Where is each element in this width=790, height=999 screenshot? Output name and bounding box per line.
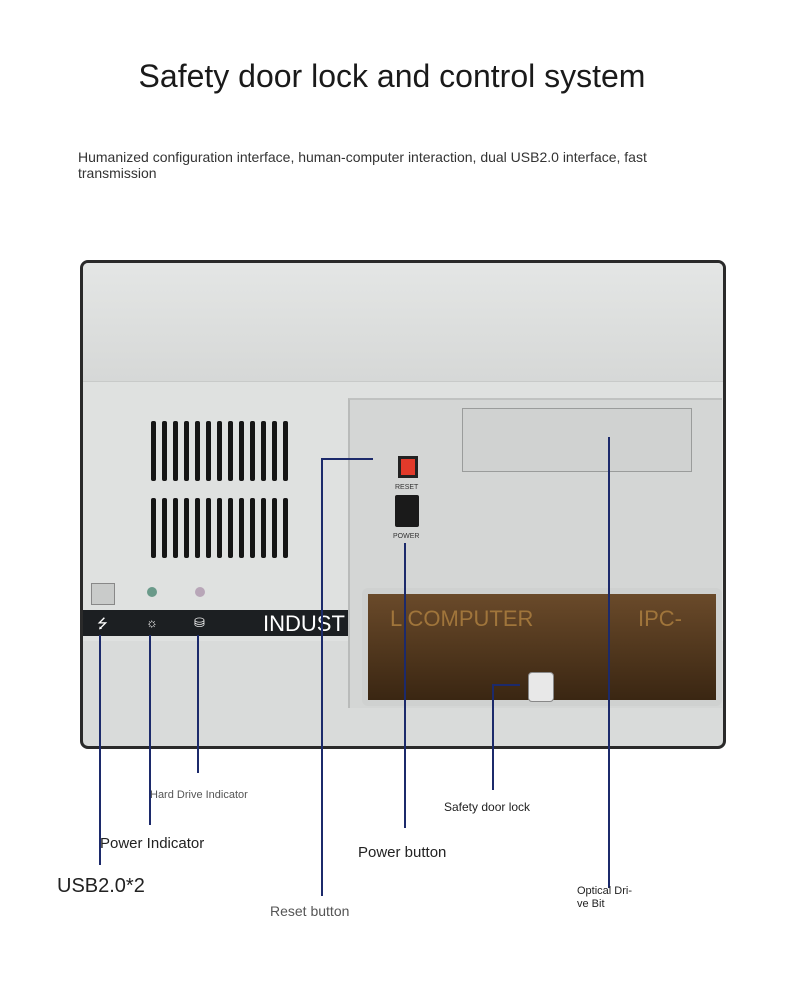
- power-label: POWER: [393, 533, 420, 540]
- vent-slot: [151, 421, 156, 481]
- vent-slot: [184, 498, 189, 558]
- usb-callout-line: [99, 635, 101, 865]
- door-lock-callout-line: [492, 684, 494, 790]
- hard-drive-icon: ⛁: [194, 615, 205, 630]
- chassis-top: [83, 263, 723, 381]
- vent-slot: [173, 421, 178, 481]
- vent-slot: [195, 421, 200, 481]
- usb-ports[interactable]: [91, 583, 115, 605]
- indicator-strip: [83, 610, 348, 636]
- power-indicator-label: Power Indicator: [100, 835, 205, 852]
- vent-slot: [250, 498, 255, 558]
- usb-label: USB2.0*2: [57, 875, 145, 897]
- vent-slot: [206, 421, 211, 481]
- power-led: [147, 587, 157, 597]
- power-indicator-icon: ☼: [146, 615, 158, 630]
- vent-slot: [272, 421, 277, 481]
- vent-slot: [195, 498, 200, 558]
- vent-slot: [162, 498, 167, 558]
- chassis-photo: INDUST ⭍ ☼ ⛁ RESET POWER L COMPUTER IPC-: [80, 260, 726, 749]
- hdd-led: [195, 587, 205, 597]
- vent-grille: [151, 421, 291, 561]
- power-button-callout-line: [404, 543, 406, 828]
- vent-slot: [162, 421, 167, 481]
- vent-slot: [239, 498, 244, 558]
- reset-button[interactable]: [398, 456, 418, 478]
- door-lock-callout-line-h: [492, 684, 520, 686]
- vent-slot: [272, 498, 277, 558]
- vent-slot: [261, 421, 266, 481]
- brand-text: INDUST: [263, 611, 345, 636]
- door-lock-label: Safety door lock: [444, 800, 531, 814]
- subtitle: Humanized configuration interface, human…: [78, 149, 647, 181]
- optical-drive-bay[interactable]: [462, 408, 692, 472]
- vent-slot: [217, 498, 222, 558]
- vent-slot: [283, 498, 288, 558]
- door-lock[interactable]: [528, 672, 554, 702]
- vent-slot: [151, 498, 156, 558]
- optical-label: Optical Dri- ve Bit: [577, 885, 633, 910]
- vent-slot: [173, 498, 178, 558]
- vent-slot: [283, 421, 288, 481]
- reset-button-label: Reset button: [270, 903, 350, 919]
- power-indicator-callout-line: [149, 635, 151, 825]
- optical-callout-line: [608, 437, 610, 888]
- power-button[interactable]: [395, 495, 419, 527]
- vent-slot: [206, 498, 211, 558]
- drive-bay: RESET POWER L COMPUTER IPC-: [348, 398, 722, 708]
- vent-slot: [239, 421, 244, 481]
- hdd-callout-line: [197, 635, 199, 773]
- vent-slot: [261, 498, 266, 558]
- vent-slot: [228, 421, 233, 481]
- hdd-label: Hard Drive Indicator: [150, 789, 248, 801]
- reset-label: RESET: [395, 484, 419, 491]
- usb-icon: ⭍: [97, 616, 108, 631]
- page-title: Safety door lock and control system: [138, 58, 646, 94]
- reset-callout-line: [321, 458, 323, 896]
- vent-slot: [184, 421, 189, 481]
- vent-slot: [228, 498, 233, 558]
- reset-callout-line-h: [321, 458, 373, 460]
- vent-slot: [250, 421, 255, 481]
- vent-slot: [217, 421, 222, 481]
- door-text-2: IPC-: [638, 606, 682, 631]
- power-button-label: Power button: [358, 844, 447, 861]
- door-text: L COMPUTER: [390, 606, 534, 631]
